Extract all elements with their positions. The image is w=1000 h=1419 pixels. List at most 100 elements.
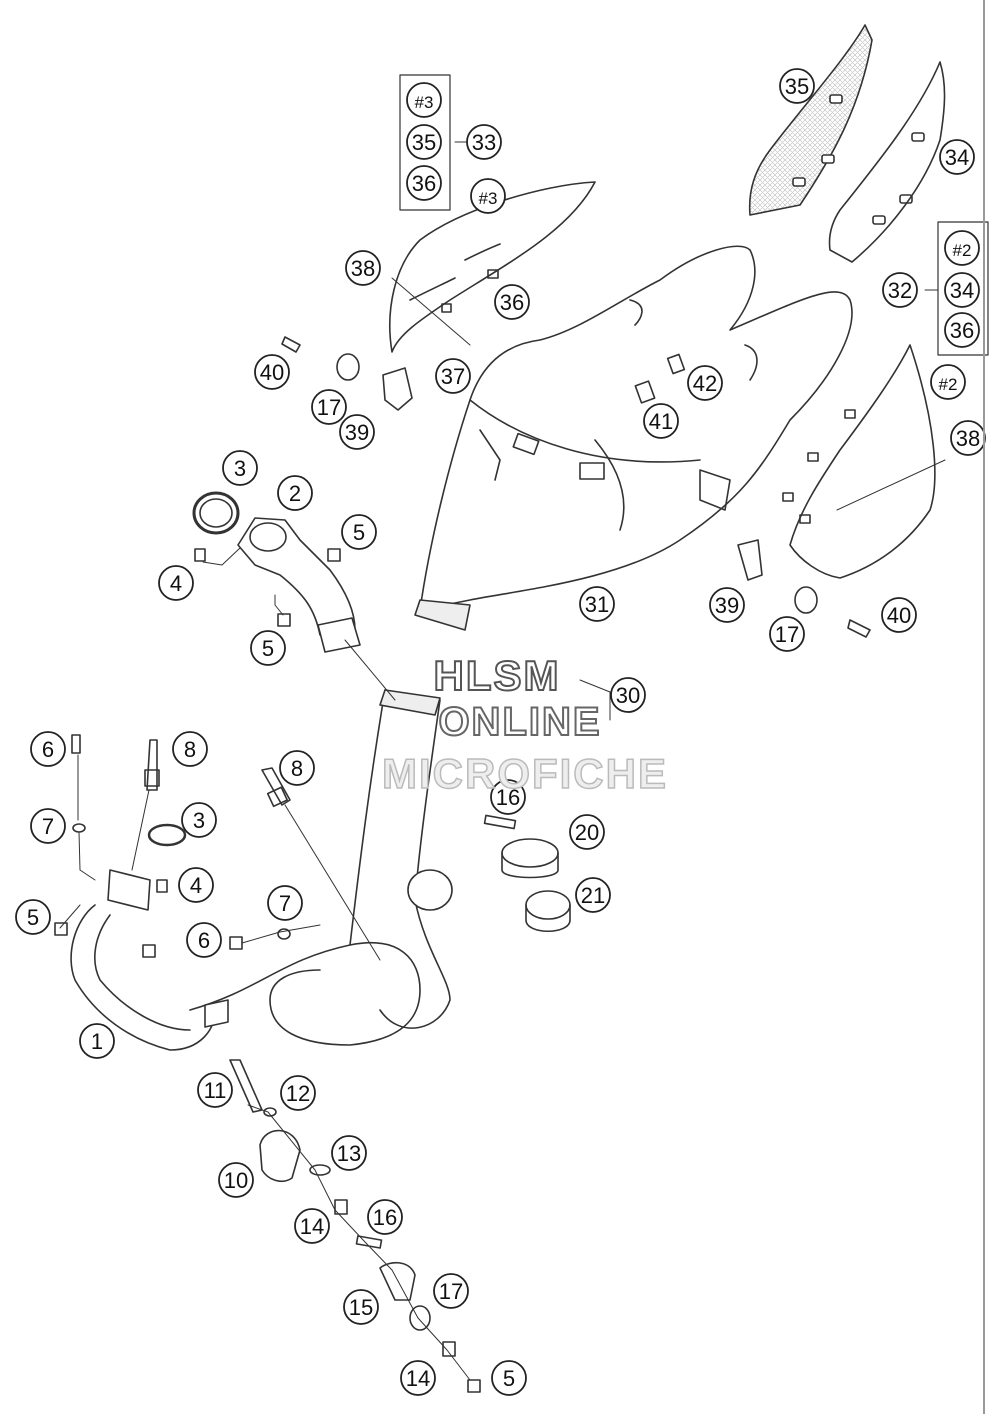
callout-number: 42 bbox=[693, 371, 717, 396]
callout-number: 4 bbox=[190, 873, 202, 898]
callout-circle bbox=[343, 1289, 379, 1325]
callout-number: 7 bbox=[279, 891, 291, 916]
callout-number: 34 bbox=[950, 278, 974, 303]
callout-number: 36 bbox=[412, 171, 436, 196]
callout-13: 13 bbox=[331, 1135, 367, 1171]
callout-number: 20 bbox=[575, 820, 599, 845]
callout-36: 36 bbox=[944, 312, 980, 348]
callout-circle bbox=[687, 365, 723, 401]
callout-34: 34 bbox=[944, 272, 980, 308]
callout-circle bbox=[406, 124, 442, 160]
callout-40: 40 bbox=[881, 597, 917, 633]
callout-circle bbox=[579, 586, 615, 622]
callout-7: 7 bbox=[30, 808, 66, 844]
callout-number: 5 bbox=[353, 520, 365, 545]
callout-circle bbox=[930, 364, 966, 400]
callout-41: 41 bbox=[643, 403, 679, 439]
callout-circle bbox=[341, 514, 377, 550]
callout-7: 7 bbox=[267, 885, 303, 921]
callout-circle bbox=[267, 885, 303, 921]
callout-circle bbox=[250, 630, 286, 666]
callout-circle bbox=[30, 808, 66, 844]
callout-number: #3 bbox=[415, 93, 434, 112]
callout-circle bbox=[944, 272, 980, 308]
callout-circle bbox=[470, 178, 506, 214]
callout-circle bbox=[172, 731, 208, 767]
callout-circle bbox=[345, 250, 381, 286]
callout-circle bbox=[79, 1023, 115, 1059]
callout-40: 40 bbox=[254, 354, 290, 390]
callout-number: 35 bbox=[785, 74, 809, 99]
callout-circle bbox=[331, 1135, 367, 1171]
callout-circle bbox=[367, 1199, 403, 1235]
callout-number: 17 bbox=[775, 622, 799, 647]
callout-circle bbox=[279, 750, 315, 786]
callout-5: 5 bbox=[15, 899, 51, 935]
callout-ref-2: #2 bbox=[930, 364, 966, 400]
callout-number: 39 bbox=[715, 593, 739, 618]
callout-circle bbox=[218, 1162, 254, 1198]
callout-circle bbox=[882, 272, 918, 308]
header-pipe bbox=[70, 689, 453, 1051]
callout-number: 3 bbox=[193, 808, 205, 833]
callout-5: 5 bbox=[491, 1360, 527, 1396]
group-box-b-frame bbox=[937, 221, 989, 356]
callout-number: #3 bbox=[479, 189, 498, 208]
callout-number: 38 bbox=[351, 256, 375, 281]
callout-circle bbox=[944, 312, 980, 348]
callout-number: 4 bbox=[170, 571, 182, 596]
callout-number: 14 bbox=[406, 1366, 430, 1391]
callout-number: 21 bbox=[581, 883, 605, 908]
callout-number: 37 bbox=[441, 364, 465, 389]
callout-circle bbox=[222, 450, 258, 486]
callout-number: 10 bbox=[224, 1168, 248, 1193]
callout-number: 36 bbox=[500, 290, 524, 315]
callout-circle bbox=[490, 779, 526, 815]
lower-cover bbox=[782, 344, 936, 579]
callout-8: 8 bbox=[279, 750, 315, 786]
callout-ref-3: #3 bbox=[406, 82, 442, 118]
callout-circle bbox=[311, 389, 347, 425]
callout-circle bbox=[30, 731, 66, 767]
callout-38: 38 bbox=[950, 420, 986, 456]
callout-ref-2: #2 bbox=[944, 230, 980, 266]
callout-35: 35 bbox=[779, 68, 815, 104]
heat-shield-right bbox=[828, 61, 946, 263]
callout-17: 17 bbox=[433, 1273, 469, 1309]
callout-number: 38 bbox=[956, 426, 980, 451]
callout-number: 8 bbox=[184, 737, 196, 762]
callout-circle bbox=[944, 230, 980, 266]
callout-15: 15 bbox=[343, 1289, 379, 1325]
callout-6: 6 bbox=[186, 922, 222, 958]
callout-number: 30 bbox=[616, 683, 640, 708]
callout-circle bbox=[939, 139, 975, 175]
callout-30: 30 bbox=[610, 677, 646, 713]
callout-number: 41 bbox=[649, 409, 673, 434]
callout-circle bbox=[569, 814, 605, 850]
callout-14: 14 bbox=[294, 1208, 330, 1244]
callout-number: 1 bbox=[91, 1029, 103, 1054]
heat-shield-mesh bbox=[748, 24, 873, 216]
callout-16: 16 bbox=[367, 1199, 403, 1235]
callout-circle bbox=[178, 867, 214, 903]
callout-8: 8 bbox=[172, 731, 208, 767]
callout-circle bbox=[575, 877, 611, 913]
callout-number: 17 bbox=[317, 395, 341, 420]
callout-37: 37 bbox=[435, 358, 471, 394]
callout-ref-3: #3 bbox=[470, 178, 506, 214]
callout-3: 3 bbox=[181, 802, 217, 838]
callout-number: 12 bbox=[286, 1081, 310, 1106]
callout-number: 5 bbox=[27, 905, 39, 930]
callout-12: 12 bbox=[280, 1075, 316, 1111]
callout-circle bbox=[294, 1208, 330, 1244]
callout-32: 32 bbox=[882, 272, 918, 308]
callout-number: 16 bbox=[373, 1205, 397, 1230]
callout-circle bbox=[400, 1360, 436, 1396]
clamp-sleeve bbox=[483, 814, 571, 932]
callout-number: 3 bbox=[234, 456, 246, 481]
callout-17: 17 bbox=[769, 616, 805, 652]
callout-number: 36 bbox=[950, 318, 974, 343]
callout-5: 5 bbox=[341, 514, 377, 550]
callout-2: 2 bbox=[277, 475, 313, 511]
